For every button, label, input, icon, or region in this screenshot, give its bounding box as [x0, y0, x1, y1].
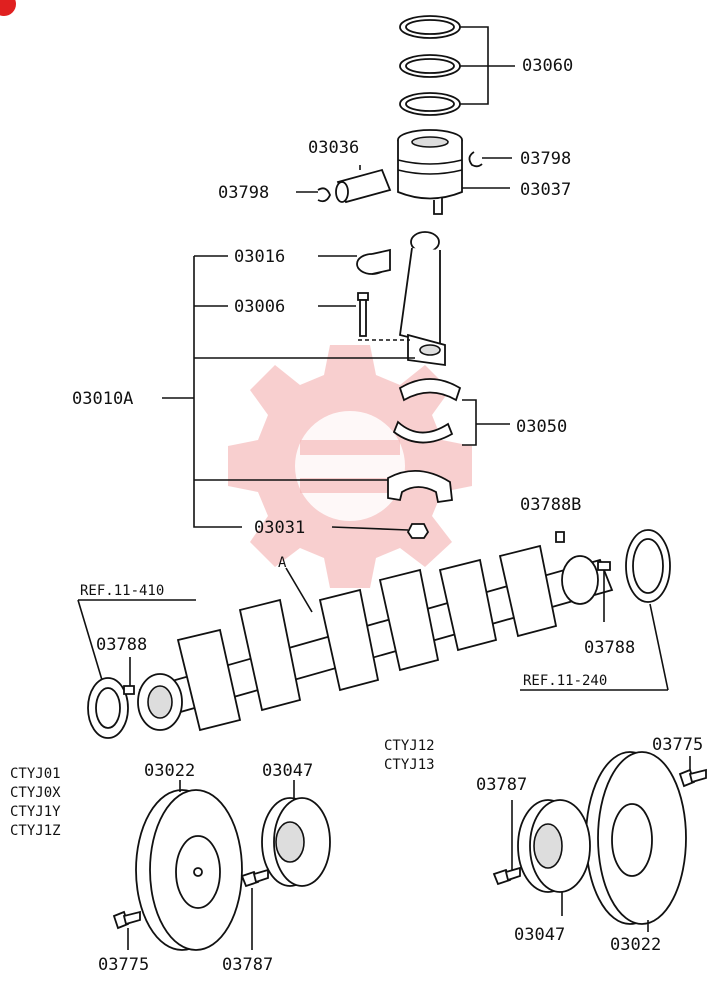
label-03775-left: 03775 — [98, 955, 149, 975]
label-03016: 03016 — [234, 247, 285, 267]
label-03788-right: 03788 — [584, 638, 635, 658]
model-left-1: CTYJ0X — [10, 785, 61, 801]
left-pulley — [135, 789, 243, 951]
left-bolt-03775 — [112, 910, 141, 930]
right-bolt-03787 — [492, 866, 521, 886]
label-03006: 03006 — [234, 297, 285, 317]
corner-badge — [0, 0, 16, 16]
label-03050: 03050 — [516, 417, 567, 437]
left-bolt-03787 — [240, 868, 269, 888]
label-03036: 03036 — [308, 138, 359, 158]
model-right-0: CTYJ12 — [384, 738, 435, 754]
label-03787-right: 03787 — [476, 775, 527, 795]
piston — [397, 129, 463, 215]
label-03047-right: 03047 — [514, 925, 565, 945]
label-03775-right: 03775 — [652, 735, 703, 755]
bearing-shells — [392, 378, 462, 444]
label-03022-right: 03022 — [610, 935, 661, 955]
label-03037: 03037 — [520, 180, 571, 200]
label-03047-left: 03047 — [262, 761, 313, 781]
model-left-2: CTYJ1Y — [10, 804, 61, 820]
dowel-pin-left — [123, 685, 135, 695]
dowel-pin-b — [555, 531, 565, 543]
connecting-rod — [398, 231, 446, 367]
left-damper — [261, 797, 331, 887]
snap-ring-right — [468, 151, 483, 168]
right-pulley — [585, 751, 687, 925]
model-left-3: CTYJ1Z — [10, 823, 61, 839]
dowel-pin-right — [597, 561, 611, 571]
label-ref-11-240: REF.11-240 — [523, 673, 607, 689]
label-point-a: A — [278, 555, 287, 571]
model-right-1: CTYJ13 — [384, 757, 435, 773]
rod-nut — [406, 523, 430, 539]
label-03787-left: 03787 — [222, 955, 273, 975]
right-damper — [517, 799, 591, 893]
rod-cap — [387, 469, 453, 504]
rod-bolt — [357, 292, 410, 341]
piston-pin — [335, 168, 392, 204]
snap-ring-left — [317, 187, 331, 203]
label-ref-11-410: REF.11-410 — [80, 583, 164, 599]
label-03010A: 03010A — [72, 389, 133, 409]
label-03798-left: 03798 — [218, 183, 269, 203]
piston-rings — [399, 15, 461, 116]
label-03788B: 03788B — [520, 495, 581, 515]
crankshaft — [137, 544, 614, 732]
model-left-0: CTYJ01 — [10, 766, 61, 782]
crank-gear — [625, 529, 671, 603]
oil-seal — [87, 677, 129, 739]
label-03031: 03031 — [254, 518, 305, 538]
label-03060: 03060 — [522, 56, 573, 76]
small-end-bushing — [356, 248, 391, 275]
label-03022-left: 03022 — [144, 761, 195, 781]
right-bolt-03775 — [678, 768, 707, 788]
label-03788-left: 03788 — [96, 635, 147, 655]
label-03798-right: 03798 — [520, 149, 571, 169]
